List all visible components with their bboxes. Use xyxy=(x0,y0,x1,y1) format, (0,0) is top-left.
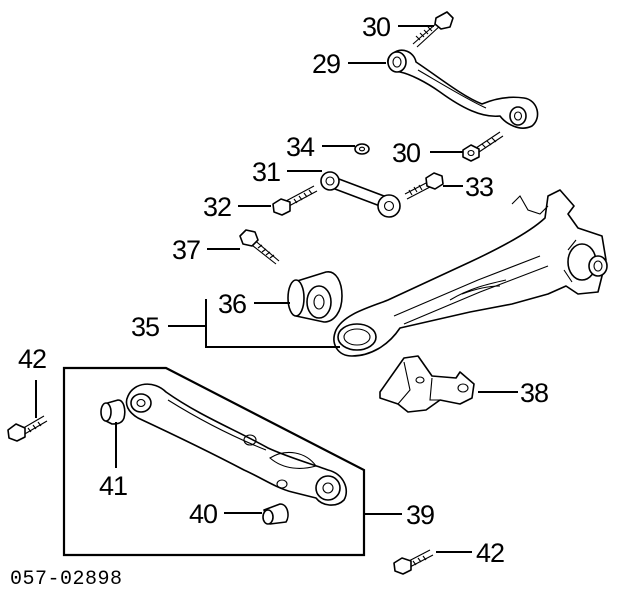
bushing-36 xyxy=(287,271,343,323)
lower-arm-39 xyxy=(125,383,348,506)
link-rod-31 xyxy=(320,171,401,218)
callout-30-middle: 30 xyxy=(392,138,420,168)
upper-arm-29 xyxy=(387,49,539,129)
callout-35: 35 xyxy=(131,312,159,342)
callout-34: 34 xyxy=(286,132,315,162)
callout-37: 37 xyxy=(172,235,200,265)
callout-41: 41 xyxy=(99,471,127,501)
callout-42-left: 42 xyxy=(18,344,46,374)
callout-33: 33 xyxy=(465,172,493,202)
callout-31: 31 xyxy=(252,157,280,187)
bolt-33 xyxy=(404,172,444,200)
lower-arm-group-box xyxy=(62,366,366,557)
bushing-41 xyxy=(100,399,126,425)
bolt-37 xyxy=(239,229,280,265)
callout-40: 40 xyxy=(189,499,217,529)
bolt-30-top xyxy=(412,11,454,48)
callout-labels: 30 29 34 30 31 33 32 37 36 35 38 42 41 4… xyxy=(18,12,549,568)
bushing-40 xyxy=(262,503,289,525)
bolt-42-left xyxy=(7,415,48,442)
callout-39: 39 xyxy=(406,500,434,530)
callout-36: 36 xyxy=(218,289,246,319)
trailing-arm-35 xyxy=(333,189,608,357)
bolt-32 xyxy=(272,185,318,216)
figure-code: 057-02898 xyxy=(10,568,123,591)
leader-lines xyxy=(35,25,518,553)
bracket-38 xyxy=(379,355,475,413)
callout-32: 32 xyxy=(203,192,231,222)
callout-30-top: 30 xyxy=(362,12,390,42)
washer-34 xyxy=(354,143,370,155)
callout-29: 29 xyxy=(312,49,340,79)
nut-30 xyxy=(462,131,504,162)
bolt-42-bottom xyxy=(393,549,434,575)
callout-42-bottom: 42 xyxy=(476,538,504,568)
callout-38: 38 xyxy=(520,378,548,408)
